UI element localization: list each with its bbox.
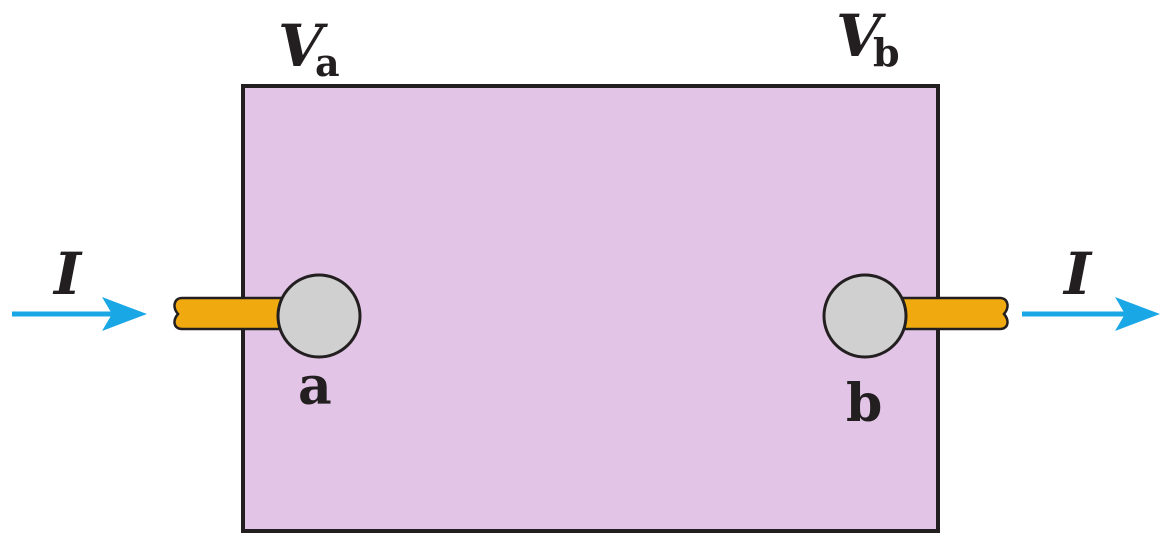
current-in-arrow (12, 297, 147, 331)
terminal-b-label: b (846, 373, 882, 434)
vb-label-main: V (836, 2, 886, 70)
vb-label-subscript: b (873, 30, 900, 75)
current-in-label: I (52, 240, 83, 308)
terminal-a-contact (276, 273, 362, 359)
current-out-label: I (1062, 240, 1093, 308)
right-wire (878, 296, 1009, 331)
current-out-arrow (1022, 297, 1160, 331)
terminal-b-contact (822, 273, 908, 359)
left-wire (173, 296, 302, 331)
va-label-main: V (278, 12, 328, 80)
va-label-subscript: a (315, 40, 340, 85)
terminal-a-label: a (298, 356, 332, 417)
